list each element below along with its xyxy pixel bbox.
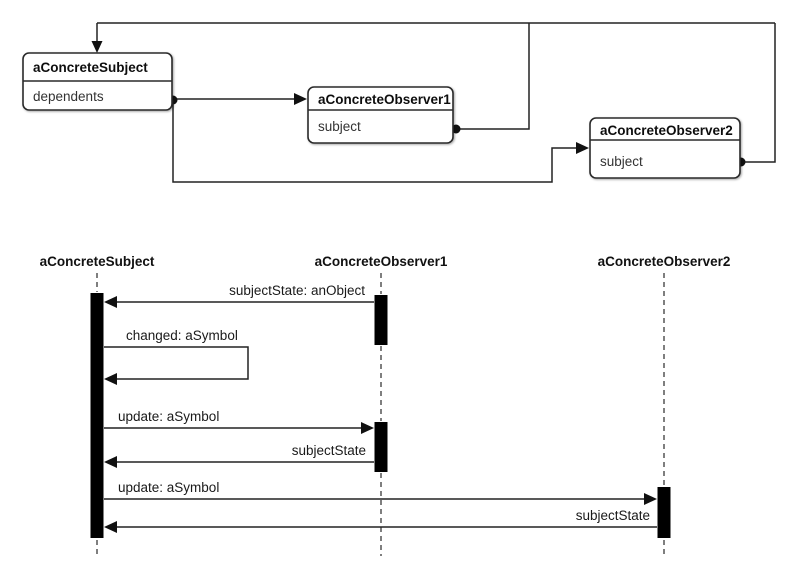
observer1-activation-bar-2 xyxy=(374,422,388,472)
message-4-label: subjectState xyxy=(292,443,366,458)
message-subjectstate-return-observer1: subjectState xyxy=(104,443,374,468)
message-2-arrowhead-icon xyxy=(104,373,117,385)
observer2-box-frame xyxy=(589,117,741,179)
subject-box-attribute: dependents xyxy=(33,89,104,104)
object-diagram: aConcreteSubject dependents aConcreteObs… xyxy=(22,22,776,183)
message-2-self-path xyxy=(104,346,249,380)
observer2-activation-bar xyxy=(657,487,671,538)
observer2-box-attribute: subject xyxy=(600,154,643,169)
link-observer1-subject-ref xyxy=(460,23,530,130)
object-box-observer2: aConcreteObserver2 subject xyxy=(589,117,741,179)
message-5-arrowhead-icon xyxy=(644,493,657,505)
observer1-activation-bar-1 xyxy=(374,295,388,345)
observer1-box-attribute: subject xyxy=(318,119,361,134)
message-1-label: subjectState: anObject xyxy=(229,283,365,298)
observer2-box-title: aConcreteObserver2 xyxy=(600,123,733,138)
lifeline-label-subject: aConcreteSubject xyxy=(40,254,155,269)
message-1-arrowhead-icon xyxy=(104,296,117,308)
observer1-box-title: aConcreteObserver1 xyxy=(318,92,451,107)
message-subjectstate-anobject: subjectState: anObject xyxy=(104,283,374,308)
lifeline-label-observer1: aConcreteObserver1 xyxy=(315,254,448,269)
subject-activation-bar xyxy=(90,293,104,538)
message-6-arrowhead-icon xyxy=(104,521,117,533)
message-update-asymbol-observer2: update: aSymbol xyxy=(104,480,657,505)
message-6-label: subjectState xyxy=(576,508,650,523)
arrowhead-into-observer1-icon xyxy=(294,93,307,105)
message-2-label: changed: aSymbol xyxy=(126,328,238,343)
message-5-label: update: aSymbol xyxy=(118,480,219,495)
lifeline-label-observer2: aConcreteObserver2 xyxy=(598,254,731,269)
message-4-arrowhead-icon xyxy=(104,456,117,468)
message-3-label: update: aSymbol xyxy=(118,409,219,424)
arrowhead-into-observer2-icon xyxy=(576,142,589,154)
subject-box-title: aConcreteSubject xyxy=(33,60,148,75)
link-dependents-to-observers xyxy=(168,93,589,183)
message-changed-asymbol-self: changed: aSymbol xyxy=(104,328,249,385)
link-dependents-observer2 xyxy=(172,100,577,183)
observer1-box-frame xyxy=(307,86,454,144)
message-subjectstate-return-observer2: subjectState xyxy=(104,508,657,533)
message-3-arrowhead-icon xyxy=(361,422,374,434)
arrowhead-down-into-subject-icon xyxy=(91,41,103,53)
message-update-asymbol-observer1: update: aSymbol xyxy=(104,409,374,434)
sequence-diagram: aConcreteSubject aConcreteObserver1 aCon… xyxy=(40,254,731,556)
lifelines xyxy=(96,273,665,556)
activation-bars xyxy=(90,293,671,538)
object-box-subject: aConcreteSubject dependents xyxy=(22,52,173,111)
link-observer2-subject-ref xyxy=(745,23,776,163)
object-box-observer1: aConcreteObserver1 subject xyxy=(307,86,454,144)
